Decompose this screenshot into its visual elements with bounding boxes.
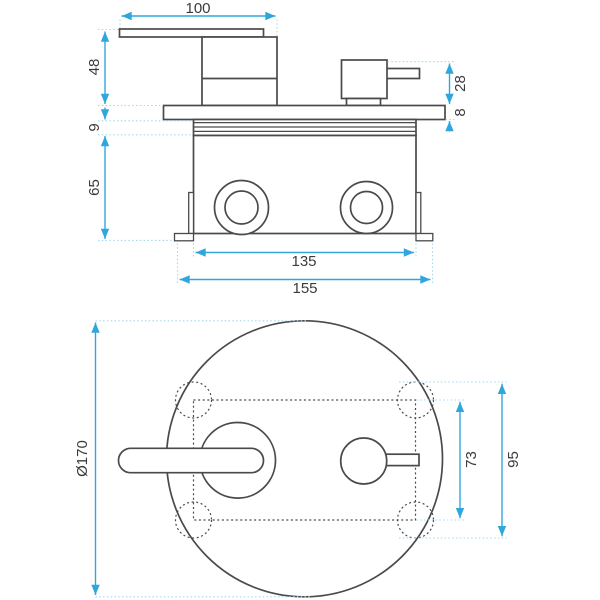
plan-leader-lines — [95, 320, 507, 598]
side-elevation-view: 100 48 9 65 28 8 135 155 — [86, 0, 469, 297]
dim-label-collar-height: 9 — [86, 123, 103, 131]
diverter-knob-plan — [339, 437, 388, 485]
collar-rim-lines — [193, 122, 416, 132]
diverter-neck — [345, 97, 382, 107]
dim-label-box-width: 135 — [291, 253, 316, 270]
mounting-tab-right — [415, 191, 422, 235]
mounting-flange-right — [415, 232, 434, 242]
pipe-port-left-inner — [224, 190, 259, 225]
dim-label-handle-length: 100 — [185, 0, 210, 17]
handle-lever-side — [118, 28, 265, 38]
mounting-flange-left — [173, 232, 195, 242]
dim-label-plate-thickness: 8 — [452, 108, 469, 116]
dim-label-knob-height: 28 — [452, 75, 469, 92]
pipe-port-right-inner — [349, 190, 384, 225]
dim-label-hole-spacing: 95 — [505, 451, 522, 468]
dim-label-recess-height: 73 — [463, 451, 480, 468]
handle-lever-plan — [117, 447, 265, 474]
diverter-stub-side — [385, 67, 421, 80]
diverter-knob-side — [340, 59, 388, 100]
mixer-valve-body — [201, 36, 278, 107]
mounting-hole-top-left — [174, 381, 213, 419]
dim-label-overall-width: 155 — [292, 280, 317, 297]
side-leader-lines — [98, 19, 456, 284]
plan-view: Ø170 73 95 — [74, 319, 522, 598]
cover-plate-side — [162, 104, 446, 121]
dim-label-box-height: 65 — [86, 179, 103, 196]
mounting-hole-bottom-left — [174, 501, 213, 539]
dim-label-plate-diameter: Ø170 — [74, 440, 91, 477]
dim-label-handle-height: 48 — [86, 59, 103, 76]
mounting-tab-left — [188, 191, 195, 235]
